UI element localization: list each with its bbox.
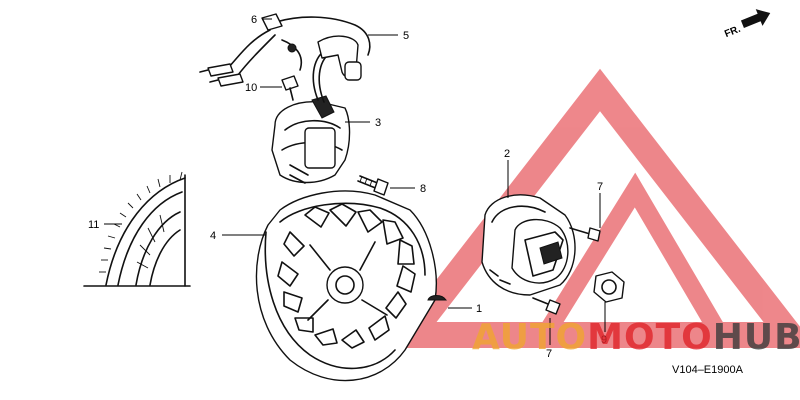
- label-part-8: 8: [420, 183, 426, 195]
- label-part-3: 3: [375, 117, 381, 129]
- front-direction-arrow: FR.: [723, 9, 771, 40]
- leader-lines: [104, 18, 606, 345]
- part-bolt-10: [281, 75, 299, 101]
- label-part-11: 11: [88, 219, 99, 231]
- label-part-1: 1: [476, 303, 482, 315]
- label-part-7-upper: 7: [597, 181, 603, 193]
- part-bolt-8: [357, 175, 389, 196]
- part-flange-nut: [593, 271, 625, 303]
- watermark-logo-text: AUTOMOTOHUB: [472, 317, 800, 358]
- label-part-9: 9: [601, 334, 607, 346]
- part-bolt-7-upper: [569, 227, 601, 242]
- label-part-5: 5: [403, 30, 409, 42]
- label-part-10: 10: [245, 82, 257, 94]
- watermark-part-hub: HUB: [713, 317, 800, 358]
- part-starter-pulley: [481, 194, 576, 296]
- watermark-part-moto: MOTO: [587, 317, 713, 358]
- part-ignition-coil: [271, 95, 351, 184]
- label-part-2: 2: [504, 148, 510, 160]
- part-wire-harness: [199, 13, 371, 87]
- drawing-code: V104–E1900A: [672, 364, 744, 376]
- label-part-7-lower: 7: [546, 348, 552, 360]
- part-ring-gear: [83, 171, 191, 287]
- label-part-6: 6: [251, 14, 257, 26]
- part-woodruff-key: [427, 295, 447, 301]
- part-bolt-7-lower: [532, 297, 561, 315]
- svg-text:AUTOMOTOHUB: AUTOMOTOHUB: [472, 317, 800, 358]
- part-ht-lead-plug-cap: [312, 35, 362, 103]
- watermark-part-auto: AUTO: [472, 317, 587, 358]
- part-flywheel: [255, 190, 437, 382]
- front-direction-label: FR.: [723, 24, 742, 40]
- label-part-4: 4: [210, 230, 216, 242]
